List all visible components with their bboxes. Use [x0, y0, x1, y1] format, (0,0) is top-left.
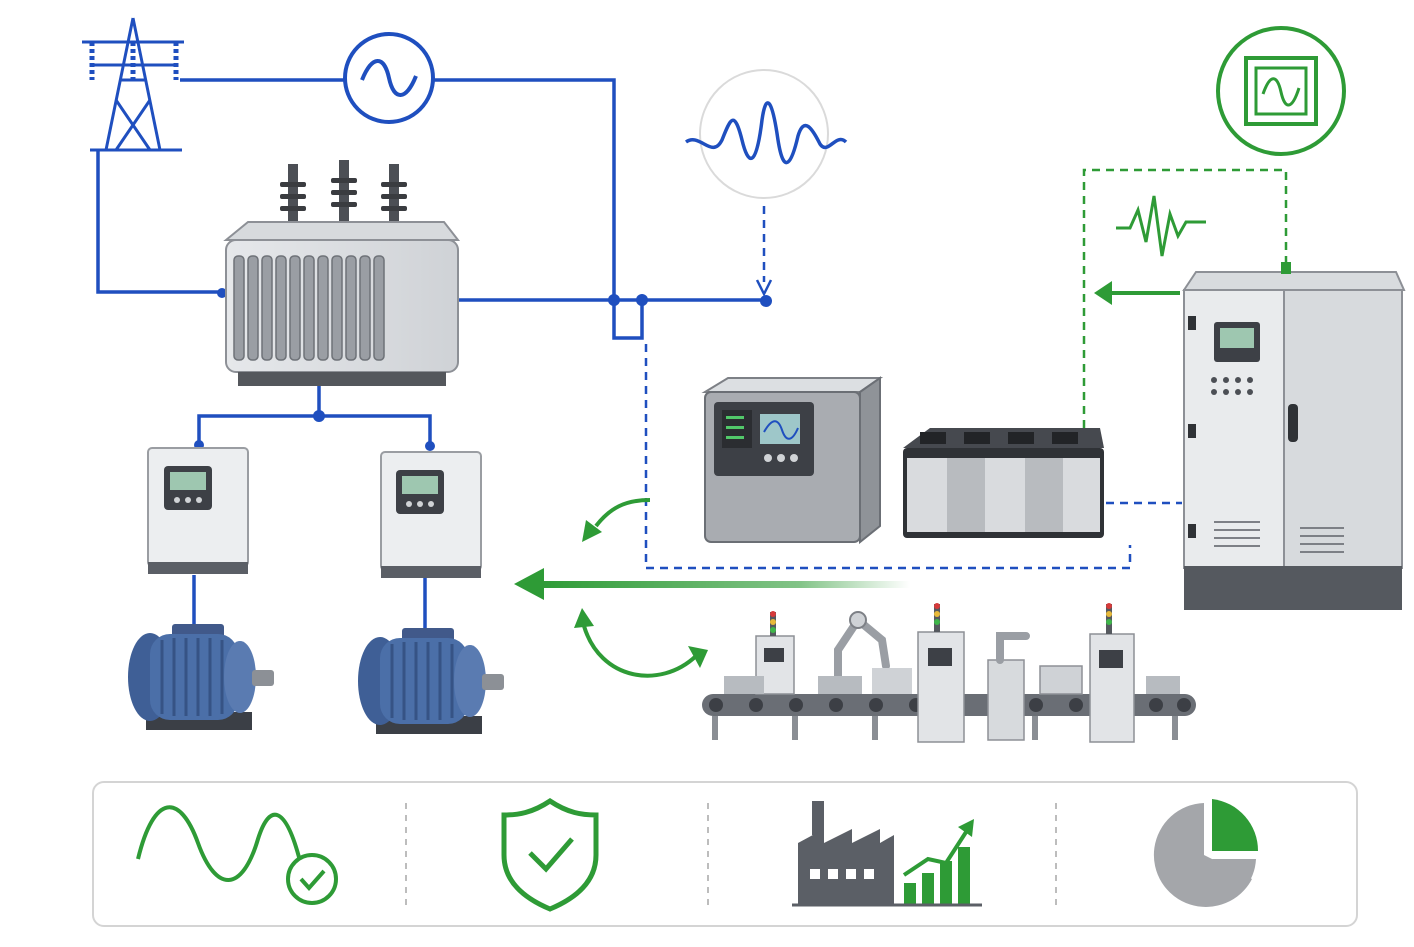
- control-cabinet: [1182, 262, 1406, 610]
- transmission-tower-icon: [82, 17, 184, 152]
- control-feedback-arrow: [1094, 281, 1180, 305]
- control-signal-waveform-icon: [1116, 195, 1206, 257]
- benefits-icons: [136, 797, 1259, 912]
- ac-source-icon: [343, 32, 435, 124]
- transformer: [223, 160, 461, 386]
- bidirectional-arrow: [574, 608, 708, 678]
- production-line: [702, 603, 1196, 743]
- measurement-arrowhead: [755, 279, 773, 297]
- clean-sine-check-icon: [136, 805, 338, 905]
- measurement-lines: [644, 206, 1182, 570]
- power-lines: [96, 78, 766, 628]
- transformer-bushings: [280, 160, 407, 224]
- shield-check-icon: [501, 797, 599, 912]
- benefits-panel: [92, 781, 1358, 927]
- return-current-arrow: [514, 568, 910, 600]
- motor-left: [128, 624, 274, 730]
- drive-unit-left: [147, 447, 249, 574]
- factory-growth-icon: [792, 801, 982, 907]
- transformer-radiator: [233, 255, 385, 361]
- power-quality-meter-icon: [1216, 26, 1346, 156]
- control-lines: [1082, 168, 1288, 428]
- motor-right: [358, 628, 504, 734]
- drive-unit-right: [380, 451, 482, 578]
- capacitor-bank: [903, 428, 1104, 538]
- pie-chart-icon: [1153, 799, 1259, 907]
- active-filter-unit: [701, 376, 884, 545]
- curved-arrow-upper: [582, 498, 651, 542]
- harmonic-waveform-icon: [684, 69, 848, 199]
